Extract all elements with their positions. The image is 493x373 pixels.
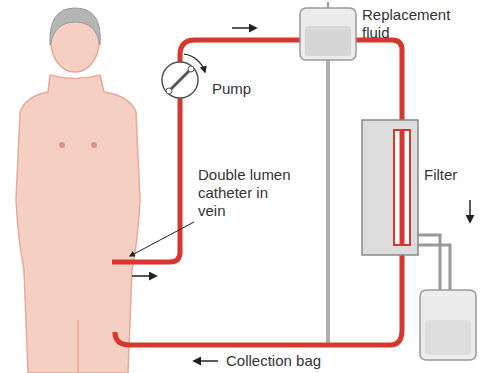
filter-unit xyxy=(362,120,418,255)
flow-arrow xyxy=(194,360,218,362)
drip-line xyxy=(326,60,330,343)
leader-line xyxy=(130,222,194,256)
flow-arrow xyxy=(469,200,471,222)
bag-label: Collection bag xyxy=(226,352,366,370)
roller-pump xyxy=(162,54,205,98)
fluid-bag xyxy=(300,2,356,60)
bag-label: Replacement fluid xyxy=(362,6,472,42)
flow-arrow xyxy=(232,27,256,29)
catheter-label: Double lumen catheter in vein xyxy=(198,166,298,220)
filter-label: Filter xyxy=(424,166,484,184)
blood-tubing xyxy=(112,40,402,345)
patient-figure xyxy=(16,8,140,373)
collection-bag xyxy=(418,235,476,360)
pump-label: Pump xyxy=(212,80,272,98)
flow-arrow xyxy=(132,275,156,277)
